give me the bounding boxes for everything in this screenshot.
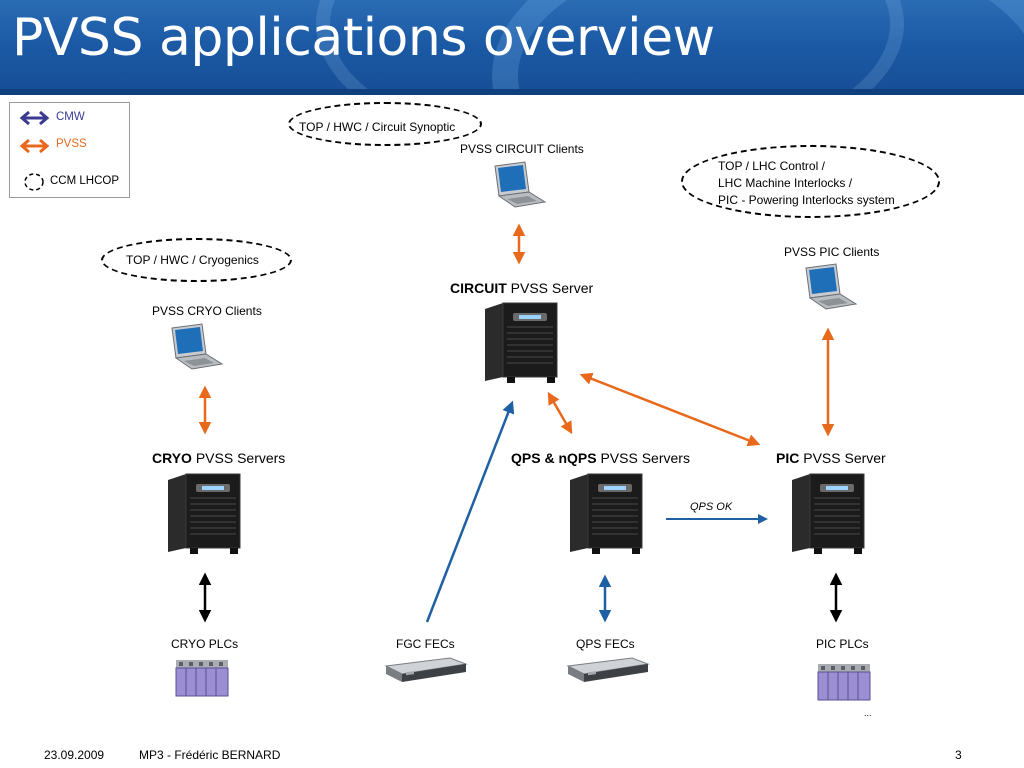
- slide-number: 3: [955, 748, 962, 762]
- pic-server-label-bold: PIC: [776, 450, 800, 466]
- cryo-clients-label: PVSS CRYO Clients: [152, 304, 262, 318]
- cryo-server-label: CRYO PVSS Servers: [152, 450, 285, 466]
- qps-fec-rack-icon: [567, 657, 649, 683]
- circuit-synoptic-group-label: TOP / HWC / Circuit Synoptic: [299, 120, 456, 134]
- cryo-server-label-bold: CRYO: [152, 450, 192, 466]
- qps-ok-label: QPS OK: [690, 501, 733, 513]
- cryo-server-label-rest: PVSS Servers: [191, 450, 286, 466]
- legend-symbols: [19, 110, 50, 191]
- qps-server-label: QPS & nQPS PVSS Servers: [511, 450, 690, 466]
- circuit-server-label: CIRCUIT PVSS Server: [450, 280, 593, 296]
- legend-cmw-label: CMW: [56, 111, 85, 123]
- cmw-arrow-icon: [19, 110, 50, 126]
- pic-server-label: PIC PVSS Server: [776, 450, 886, 466]
- circuit-server-label-bold: CIRCUIT: [450, 280, 507, 296]
- pic-client-laptop-icon: [805, 263, 857, 310]
- circuit-pic-link: [579, 372, 761, 447]
- cryo-plc-icon: [175, 659, 229, 697]
- legend-ccm-label: CCM LHCOP: [50, 175, 120, 187]
- pic-group-label-line2: LHC Machine Interlocks /: [718, 176, 853, 190]
- fgc-fec-rack-icon: [385, 657, 467, 683]
- pvss-arrow-icon: [19, 138, 50, 154]
- qps-server-label-rest: PVSS Servers: [596, 450, 690, 466]
- pic-plcs-label: PIC PLCs: [816, 637, 869, 651]
- pic-control-group-ellipse: [681, 145, 940, 218]
- legend-pvss-label: PVSS: [56, 138, 87, 150]
- circuit-client-laptop-icon: [494, 161, 546, 208]
- slide-title: PVSS applications overview: [12, 8, 715, 68]
- circuit-qps-link: [547, 391, 573, 435]
- pic-server-label-rest: PVSS Server: [799, 450, 886, 466]
- qps-fecs-label: QPS FECs: [576, 637, 635, 651]
- circuit-synoptic-group-ellipse: [288, 102, 482, 146]
- pic-server-icon: [791, 473, 865, 555]
- pic-group-label-line3: PIC - Powering Interlocks system: [718, 193, 895, 207]
- cryo-client-laptop-icon: [171, 323, 223, 370]
- fgc-fecs-label: FGC FECs: [396, 637, 455, 651]
- footer-date: 23.09.2009: [44, 748, 105, 762]
- footer-author: MP3 - Frédéric BERNARD: [139, 748, 281, 762]
- qps-server-icon: [569, 473, 643, 555]
- cryo-plcs-label: CRYO PLCs: [171, 637, 239, 651]
- cryogenics-group-label: TOP / HWC / Cryogenics: [126, 253, 259, 267]
- pic-plc-icon: [817, 663, 871, 701]
- circuit-server-label-rest: PVSS Server: [506, 280, 594, 296]
- qps-server-label-bold: QPS & nQPS: [511, 450, 597, 466]
- fgc-circuit-link: [425, 400, 515, 623]
- more-devices-ellipsis: ...: [864, 708, 872, 718]
- legend: CMW PVSS CCM LHCOP: [9, 102, 130, 198]
- cryogenics-group-ellipse: [101, 238, 292, 282]
- cryo-server-icon: [167, 473, 241, 555]
- pic-group-label-line1: TOP / LHC Control /: [718, 159, 825, 173]
- header-base-stripe: [0, 89, 1024, 95]
- pic-clients-label: PVSS PIC Clients: [784, 245, 880, 259]
- title-bar: [0, 0, 1024, 95]
- ccm-ellipse-icon: [24, 173, 44, 191]
- circuit-clients-label: PVSS CIRCUIT Clients: [460, 142, 584, 156]
- circuit-server-icon: [484, 302, 558, 384]
